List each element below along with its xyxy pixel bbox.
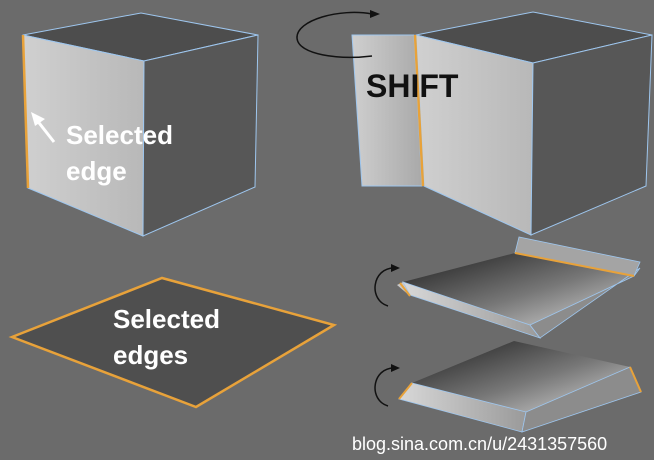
cube-right-side-face <box>530 34 653 236</box>
slab-upper-selected-edge-back <box>514 252 635 277</box>
slab-lower-selected-edge-left <box>398 382 413 400</box>
cube-right-front-face <box>415 34 534 236</box>
slab-lower-top <box>412 341 630 412</box>
slab-upper-selected-edge-left <box>399 282 411 297</box>
cube-left <box>21 12 259 237</box>
plane-selected-edges <box>8 276 338 409</box>
plane-face <box>12 278 334 407</box>
rotate-arrow-icon <box>374 264 400 307</box>
cube-right-selected-edge <box>413 34 425 187</box>
plane-selected-border <box>8 276 338 409</box>
rotate-arrow-icon <box>374 364 400 407</box>
rotate-arrow-icon <box>296 10 380 59</box>
selected-edges-label-line2: edges <box>113 340 188 370</box>
shift-label: SHIFT <box>366 68 459 104</box>
slab-upper-side-bevel <box>529 267 641 339</box>
selected-edge-label-line2: edge <box>66 156 127 186</box>
slab-upper <box>397 236 641 339</box>
selected-edges-label-line1: Selected <box>113 304 220 334</box>
slab-lower-selected-edge-right <box>629 366 642 393</box>
watermark: blog.sina.com.cn/u/2431357560 <box>352 434 607 454</box>
pointer-arrow-icon <box>31 112 56 143</box>
slab-upper-top <box>403 253 634 325</box>
slab-lower <box>398 341 642 433</box>
selected-edge-label-line1: Selected <box>66 120 173 150</box>
cube-left-side-face <box>142 34 259 237</box>
cube-right <box>351 11 653 236</box>
cube-left-selected-edge <box>21 34 30 189</box>
